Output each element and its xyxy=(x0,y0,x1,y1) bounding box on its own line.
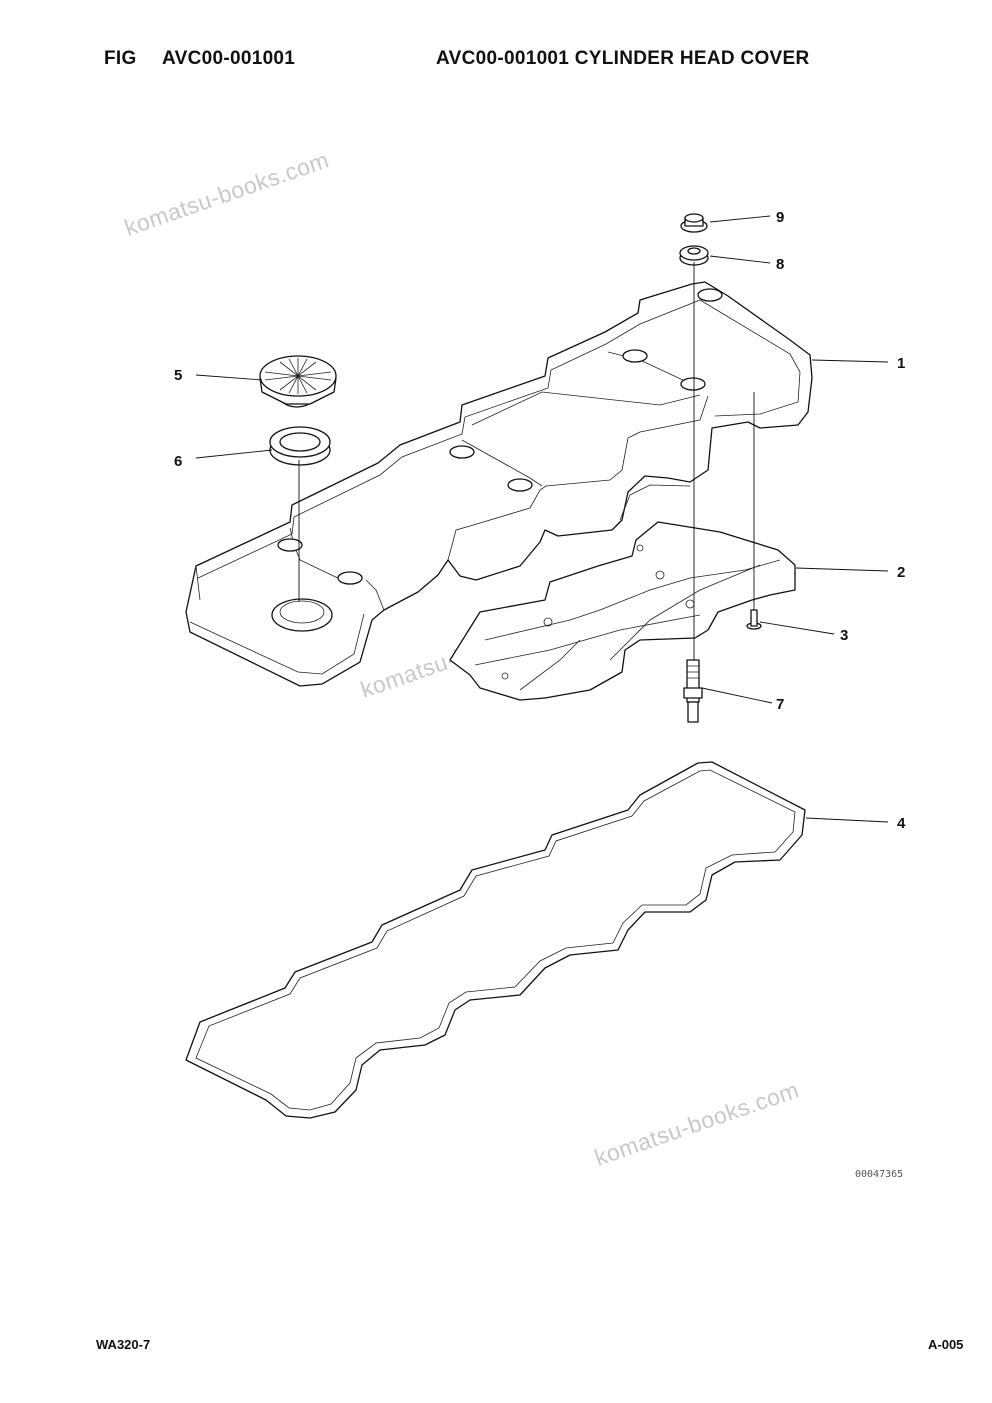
grommet xyxy=(679,245,709,266)
oil-filler-cap xyxy=(259,355,337,408)
watermark: komatsu-books.com xyxy=(591,1076,802,1170)
leader-line xyxy=(195,449,273,459)
leader-line xyxy=(709,215,771,223)
fig-code: AVC00-001001 xyxy=(162,48,296,69)
stud-bolt xyxy=(683,659,703,723)
leader-line xyxy=(195,374,263,381)
leader-line xyxy=(709,255,771,264)
leader-line xyxy=(759,621,835,635)
callout-4: 4 xyxy=(897,815,906,832)
flange-nut xyxy=(680,213,708,233)
drawing-number: 00047365 xyxy=(855,1169,903,1180)
callout-5: 5 xyxy=(174,367,182,384)
callout-7: 7 xyxy=(776,696,784,713)
callout-6: 6 xyxy=(174,453,182,470)
leader-line xyxy=(701,687,773,704)
screw xyxy=(746,609,762,630)
callout-2: 2 xyxy=(897,564,905,581)
page-number: A-005 xyxy=(928,1337,964,1352)
model-label: WA320-7 xyxy=(96,1337,151,1352)
leader-line xyxy=(811,359,889,363)
callout-9: 9 xyxy=(776,209,784,226)
leader-line xyxy=(795,567,889,572)
seal-ring xyxy=(269,426,331,466)
callout-1: 1 xyxy=(897,355,905,372)
baffle-plate xyxy=(449,521,796,701)
figure-title: AVC00-001001 CYLINDER HEAD COVER xyxy=(436,48,810,69)
fig-label: FIG xyxy=(104,48,137,69)
watermark: komatsu-books.com xyxy=(121,146,332,240)
cylinder-head-cover xyxy=(185,281,813,687)
callout-3: 3 xyxy=(840,627,848,644)
leader-line xyxy=(805,817,889,823)
callout-8: 8 xyxy=(776,256,784,273)
gasket xyxy=(185,761,806,1119)
